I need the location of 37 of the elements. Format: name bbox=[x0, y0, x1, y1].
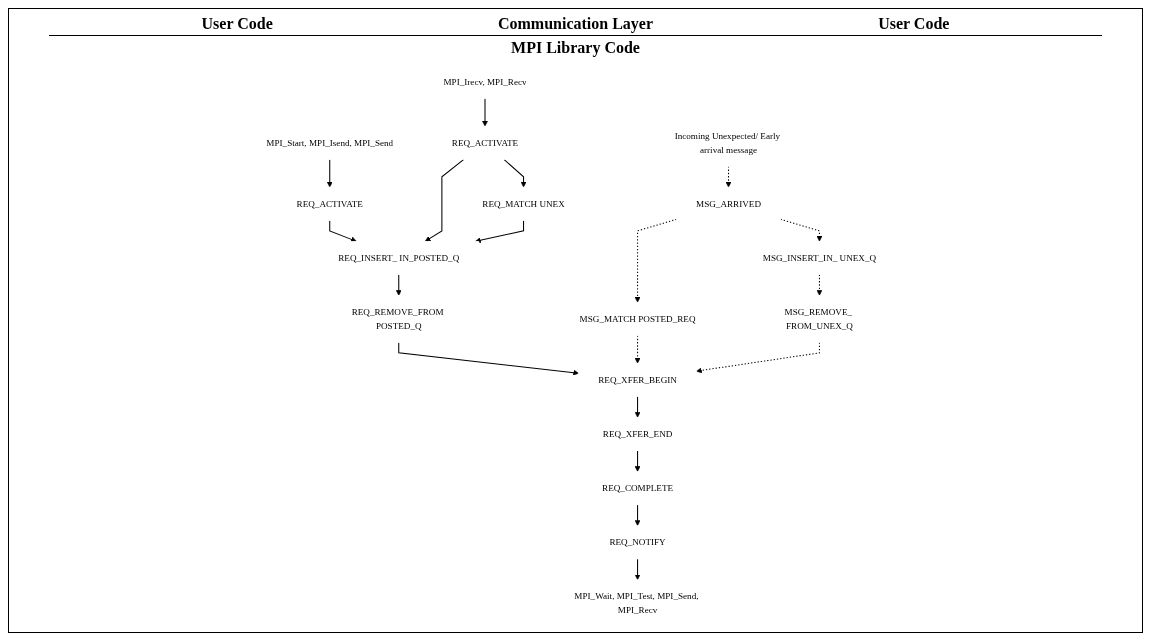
arrow bbox=[326, 158, 333, 188]
node-text: MSG_REMOVE_ FROM_UNEX_Q bbox=[784, 307, 853, 331]
node-text: REQ_NOTIFY bbox=[609, 537, 666, 548]
node-text: MPI_Wait, MPI_Test, MPI_Send, MPI_Recv bbox=[574, 591, 699, 616]
arrow bbox=[634, 504, 641, 526]
arrow bbox=[395, 274, 402, 296]
node-text: Incoming Unexpected/ Early arrival message bbox=[674, 131, 781, 155]
node-text: MSG_ARRIVED bbox=[696, 198, 761, 209]
arrow bbox=[816, 274, 823, 296]
arrow bbox=[634, 558, 641, 581]
arrow bbox=[634, 450, 641, 472]
arrow bbox=[329, 219, 357, 243]
arrow bbox=[425, 158, 465, 242]
node-text: MPI_Irecv, MPI_Recv bbox=[443, 76, 527, 87]
node-text: REQ_MATCH UNEX bbox=[482, 198, 565, 209]
layer-label: MPI Library Code bbox=[511, 39, 640, 57]
arrow bbox=[503, 158, 527, 188]
arrow bbox=[634, 396, 641, 418]
arrow bbox=[780, 218, 823, 242]
arrow bbox=[634, 218, 677, 303]
arrow bbox=[482, 97, 488, 127]
node-text: REQ_INSERT_ IN_POSTED_Q bbox=[338, 253, 460, 263]
arrow bbox=[634, 335, 641, 364]
arrow bbox=[475, 219, 525, 243]
layer-heading: User Code bbox=[878, 15, 950, 33]
node-text: REQ_ACTIVATE bbox=[296, 198, 363, 209]
node-text: MSG_MATCH POSTED_REQ bbox=[579, 314, 696, 324]
node-text: MSG_INSERT_IN_ UNEX_Q bbox=[762, 253, 877, 263]
node-text: REQ_XFER_END bbox=[602, 429, 673, 439]
node-text: REQ_REMOVE_FROM POSTED_Q bbox=[351, 307, 444, 331]
node-text: REQ_COMPLETE bbox=[602, 483, 674, 494]
node-text: REQ_XFER_BEGIN bbox=[598, 375, 677, 385]
layer-heading: User Code bbox=[201, 15, 273, 33]
layer-heading: Communication Layer bbox=[497, 15, 654, 33]
arrow bbox=[398, 341, 579, 376]
node-text: MPI_Start, MPI_Isend, MPI_Send bbox=[266, 137, 394, 148]
node-text: REQ_ACTIVATE bbox=[451, 137, 519, 148]
